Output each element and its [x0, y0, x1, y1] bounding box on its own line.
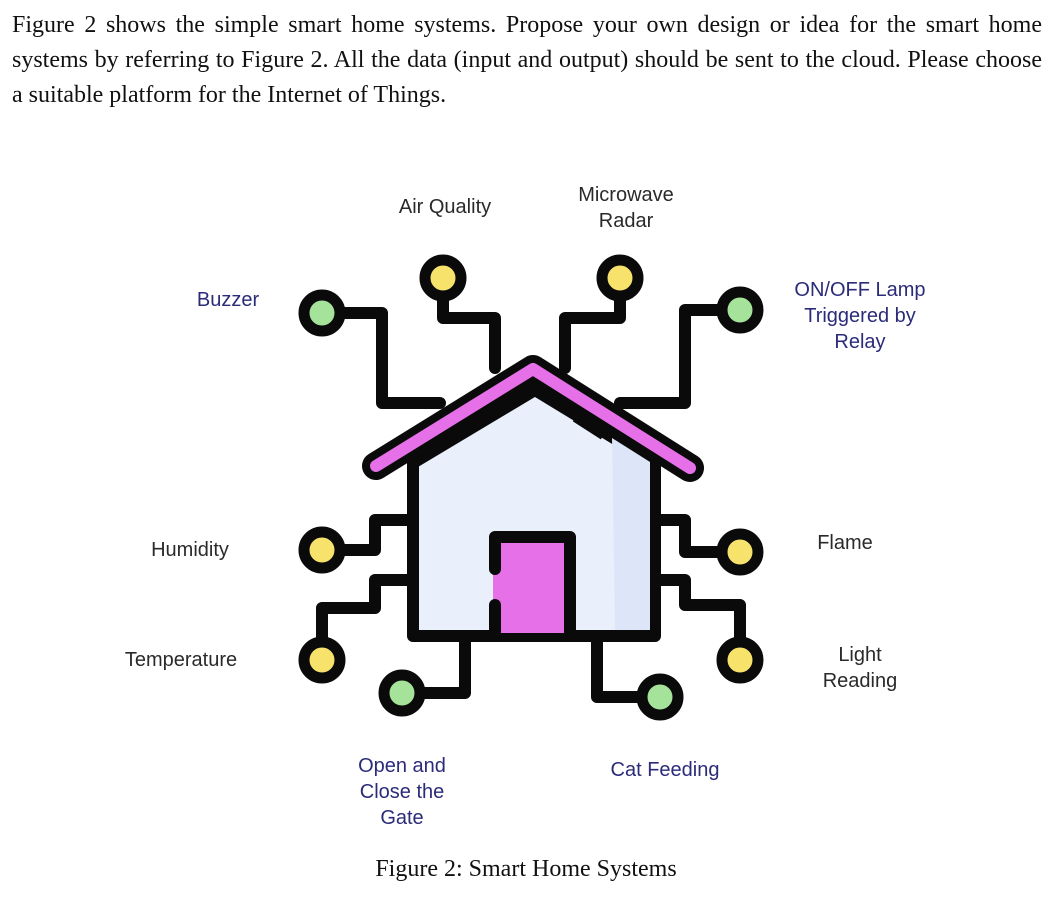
door	[493, 537, 570, 633]
question-paragraph: Figure 2 shows the simple smart home sys…	[12, 12, 1042, 108]
humidity-node	[298, 526, 346, 574]
roof-fill	[370, 363, 696, 474]
door-frame	[489, 531, 576, 638]
buzzer-node	[298, 289, 346, 337]
label-gate: Open and Close the Gate	[358, 755, 446, 829]
wire-lamp	[614, 304, 746, 409]
wire-flame	[649, 514, 746, 558]
roof-break	[572, 414, 606, 440]
label-temperature: Temperature	[124, 649, 238, 671]
house-shade	[612, 438, 650, 630]
gate-node	[378, 669, 426, 717]
wire-buzzer	[316, 307, 446, 409]
figure-caption: Figure 2: Smart Home Systems	[375, 856, 677, 882]
flame-node	[716, 528, 764, 576]
lamp-node	[716, 286, 764, 334]
cat-feeding-node	[636, 673, 684, 721]
wire-temperature	[316, 574, 416, 666]
microwave-radar-node	[596, 254, 644, 302]
label-buzzer: Buzzer	[196, 289, 260, 311]
light-reading-node	[716, 636, 764, 684]
wire-humidity	[316, 514, 416, 556]
wire-light-reading	[649, 574, 746, 666]
label-lamp: ON/OFF Lamp Triggered by Relay	[794, 279, 926, 353]
label-cat-feeding: Cat Feeding	[610, 759, 720, 781]
label-microwave-radar: Microwave Radar	[578, 184, 674, 232]
label-flame: Flame	[817, 532, 873, 554]
label-light-reading: Light Reading	[822, 644, 898, 692]
air-quality-node	[419, 254, 467, 302]
label-air-quality: Air Quality	[398, 196, 492, 218]
label-humidity: Humidity	[151, 539, 229, 561]
temperature-node	[298, 636, 346, 684]
